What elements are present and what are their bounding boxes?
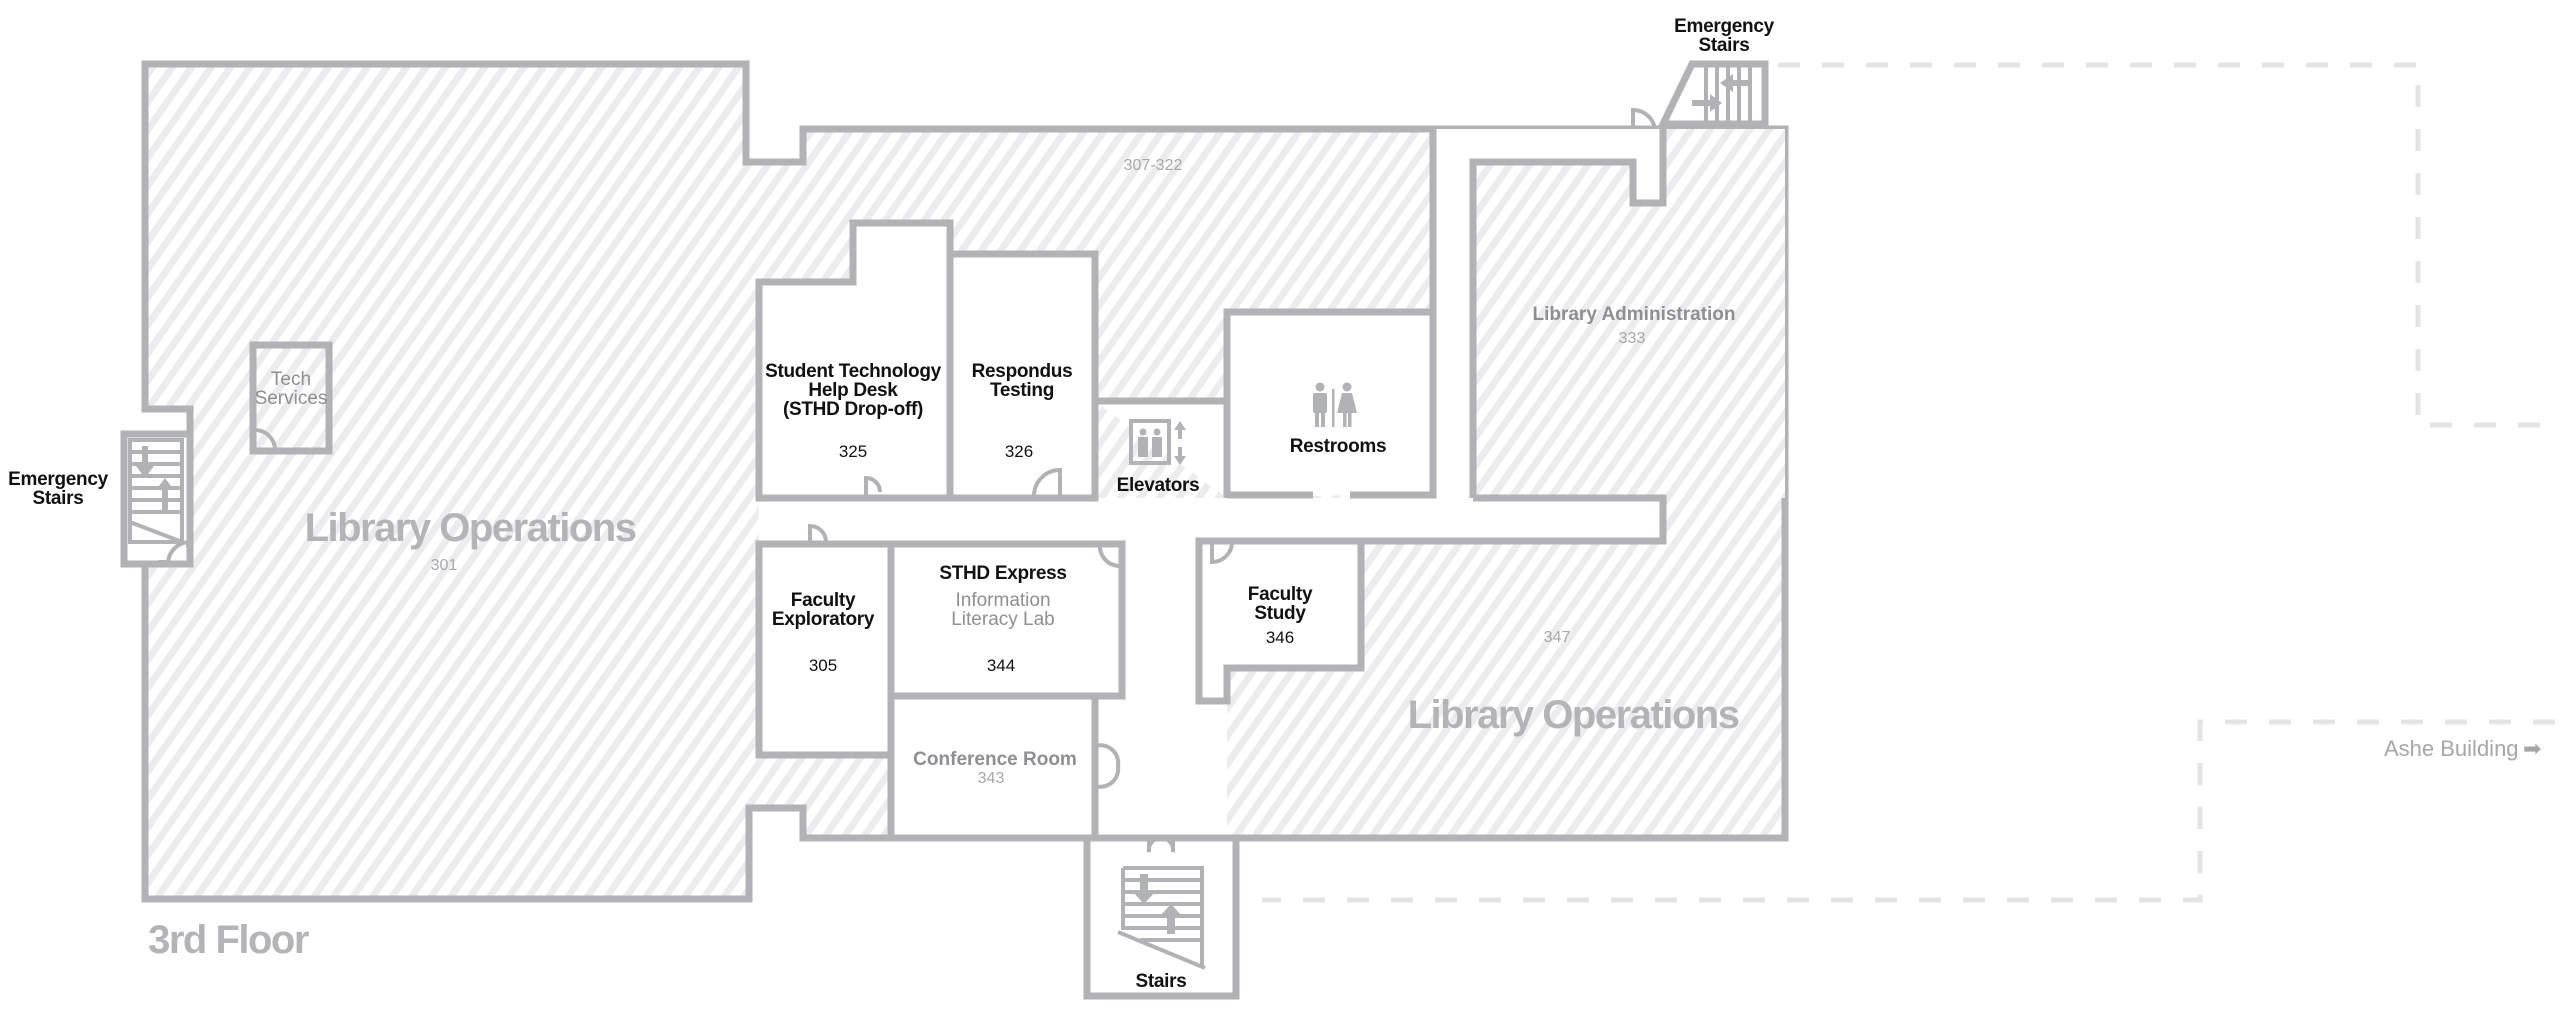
room-325-number: 325 xyxy=(838,442,868,461)
sthd-label: Student Technology Help Desk (STHD Drop-… xyxy=(765,362,941,419)
door-305 xyxy=(808,523,828,544)
door-344 xyxy=(1097,543,1120,568)
label-line: Help Desk xyxy=(808,380,898,401)
door-325 xyxy=(864,475,882,498)
label-line: Student Technology xyxy=(765,361,941,382)
label-line: Stairs xyxy=(32,488,84,509)
library-ops-left-label: Library Operations xyxy=(304,506,637,550)
library-admin-room xyxy=(1469,129,1785,541)
label-line: Emergency xyxy=(1674,16,1774,37)
room-344 xyxy=(887,540,1126,700)
door-326 xyxy=(1032,467,1062,498)
room-326-number: 326 xyxy=(1004,442,1034,461)
main-stairs xyxy=(1083,834,1240,1000)
label-line: Services xyxy=(254,388,328,409)
room-325 xyxy=(755,219,954,502)
room-344-number: 344 xyxy=(986,656,1016,675)
ashe-building-outline xyxy=(1262,62,2555,903)
elevator-icon xyxy=(1129,419,1186,465)
stairs-down-arrow-icon xyxy=(136,446,154,478)
label-line: Study xyxy=(1254,603,1306,624)
label-line: Information xyxy=(955,590,1051,611)
tech-services-room xyxy=(249,341,333,455)
room-343-number: 343 xyxy=(977,770,1005,787)
library-admin-label: Library Administration xyxy=(1532,304,1736,325)
floor-title: 3rd Floor xyxy=(148,918,309,962)
room-305-number: 305 xyxy=(808,656,838,675)
door-346 xyxy=(1210,541,1234,565)
label-line: (STHD Drop-off) xyxy=(782,399,924,420)
room-346-number: 346 xyxy=(1265,628,1295,647)
room-307-322-number: 307-322 xyxy=(1123,157,1183,174)
respondus-label: Respondus Testing xyxy=(972,362,1073,400)
emergency-stairs-top xyxy=(1631,60,1769,131)
label-line: Tech xyxy=(270,369,312,390)
label-line: Emergency xyxy=(8,469,108,490)
label-line: Stairs xyxy=(1698,35,1750,56)
room-333-number: 333 xyxy=(1618,330,1646,347)
tech-services-label: Tech Services xyxy=(255,370,328,408)
stairs-up-arrow-icon xyxy=(1160,904,1182,934)
faculty-exploratory-label: Faculty Exploratory xyxy=(771,590,875,630)
label-line: Testing xyxy=(989,380,1055,401)
ashe-building-link[interactable]: Ashe Building ➡ xyxy=(2384,736,2541,762)
arrow-right-icon: ➡ xyxy=(2523,736,2542,761)
library-ops-right-label: Library Operations xyxy=(1407,693,1740,737)
label-line: Literacy Lab xyxy=(951,609,1055,630)
restroom-icon xyxy=(1313,382,1357,427)
main-stairs-label: Stairs xyxy=(1135,971,1187,992)
ashe-building-label: Ashe Building xyxy=(2384,736,2519,761)
room-301-number: 301 xyxy=(430,557,458,574)
label-line: Faculty xyxy=(790,590,856,611)
label-line: Exploratory xyxy=(771,609,875,630)
restrooms-room xyxy=(1223,308,1437,499)
restrooms-label: Restrooms xyxy=(1289,436,1387,457)
stairs-left-arrow-icon xyxy=(1720,74,1750,92)
room-326 xyxy=(946,250,1099,502)
label-line: Faculty xyxy=(1247,584,1313,605)
sthd-express-label: STHD Express xyxy=(939,563,1067,584)
stairs-up-arrow-icon xyxy=(156,478,174,510)
stairs-down-arrow-icon xyxy=(1133,874,1155,904)
room-347-number: 347 xyxy=(1543,629,1571,646)
conference-room-label: Conference Room xyxy=(913,749,1077,770)
info-literacy-lab-label: Information Literacy Lab xyxy=(951,591,1055,629)
emergency-stairs-left xyxy=(120,430,194,568)
room-305 xyxy=(755,540,895,759)
faculty-study-label: Faculty Study xyxy=(1247,584,1313,624)
stairs-right-arrow-icon xyxy=(1692,94,1722,112)
room-346 xyxy=(1195,537,1365,705)
label-line: Respondus xyxy=(971,361,1073,382)
elevators-label: Elevators xyxy=(1116,475,1200,496)
emergency-stairs-left-label: Emergency Stairs xyxy=(8,470,108,508)
emergency-stairs-top-label: Emergency Stairs xyxy=(1674,17,1774,55)
door-343 xyxy=(1094,743,1121,789)
